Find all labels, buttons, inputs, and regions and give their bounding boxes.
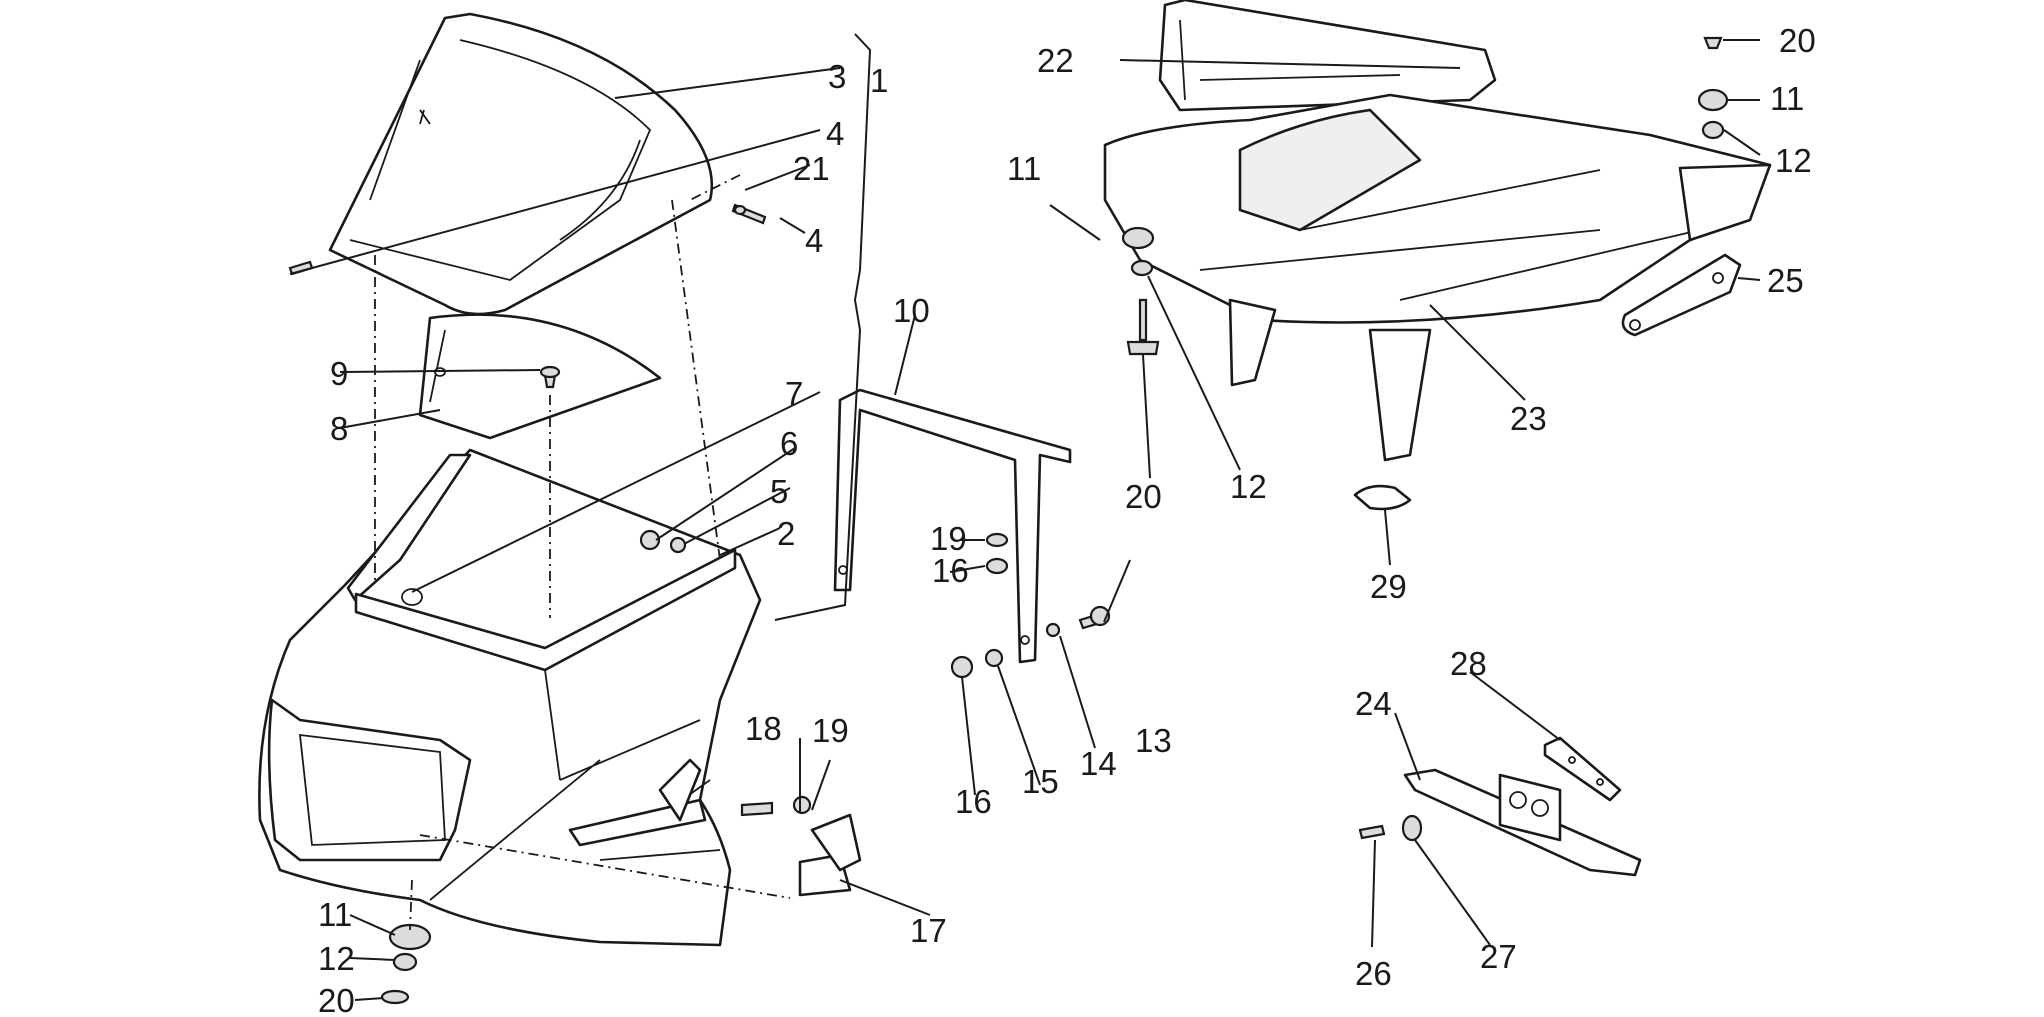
callout-5: 5 xyxy=(770,473,788,510)
upper-frame-22 xyxy=(1158,0,1497,112)
hardware-right xyxy=(1121,36,1729,842)
callout-23: 23 xyxy=(1510,400,1547,437)
inner-panel xyxy=(418,313,662,440)
callout-21: 21 xyxy=(793,150,830,187)
fairing-body xyxy=(258,448,762,947)
windscreen xyxy=(328,12,714,316)
bracket-17 xyxy=(798,813,862,897)
callout-12-right: 12 xyxy=(1775,142,1812,179)
callout-15: 15 xyxy=(1022,763,1059,800)
callout-9: 9 xyxy=(330,355,348,392)
callout-18: 18 xyxy=(745,710,782,747)
callout-8: 8 xyxy=(330,410,348,447)
callout-22: 22 xyxy=(1037,42,1074,79)
callout-11-right: 11 xyxy=(1770,80,1804,117)
callout-4-upper: 4 xyxy=(826,115,844,152)
callout-13: 13 xyxy=(1135,722,1172,759)
callout-14: 14 xyxy=(1080,745,1117,782)
callout-11-center: 11 xyxy=(1007,150,1041,187)
callout-7: 7 xyxy=(785,375,803,412)
leader-lines xyxy=(289,39,1761,1001)
seat-base-23 xyxy=(1103,93,1772,462)
lower-bracket xyxy=(568,758,707,847)
clip-29 xyxy=(1353,484,1412,511)
callout-29: 29 xyxy=(1370,568,1407,605)
bracket-25 xyxy=(1621,253,1742,337)
callout-3: 3 xyxy=(828,58,846,95)
callout-16-lower: 16 xyxy=(955,783,992,820)
callout-2: 2 xyxy=(777,515,795,552)
callout-16-upper: 16 xyxy=(932,552,969,589)
callout-27: 27 xyxy=(1480,938,1517,975)
callout-19-upper: 19 xyxy=(930,520,967,557)
callout-19-lower: 19 xyxy=(812,712,849,749)
group-bracket-1 xyxy=(774,33,872,621)
callout-labels: 1 2 3 4 4 5 6 7 8 9 10 11 11 11 12 12 12… xyxy=(318,22,1816,1017)
callout-11-left: 11 xyxy=(318,896,352,933)
callout-12-center: 12 xyxy=(1230,468,1267,505)
plate-24 xyxy=(1403,768,1642,877)
callout-26: 26 xyxy=(1355,955,1392,992)
callout-28: 28 xyxy=(1450,645,1487,682)
hardware-left xyxy=(288,203,1111,1005)
callout-12-left: 12 xyxy=(318,940,355,977)
callout-17: 17 xyxy=(910,912,947,949)
callout-20-left: 20 xyxy=(318,982,355,1017)
callout-4-lower: 4 xyxy=(805,222,823,259)
callout-24: 24 xyxy=(1355,685,1392,722)
callout-10: 10 xyxy=(893,292,930,329)
callout-20-center: 20 xyxy=(1125,478,1162,515)
callout-25: 25 xyxy=(1767,262,1804,299)
callout-20-right: 20 xyxy=(1779,22,1816,59)
callout-6: 6 xyxy=(780,425,798,462)
assembly-lines xyxy=(374,174,791,931)
callout-1: 1 xyxy=(870,62,888,99)
